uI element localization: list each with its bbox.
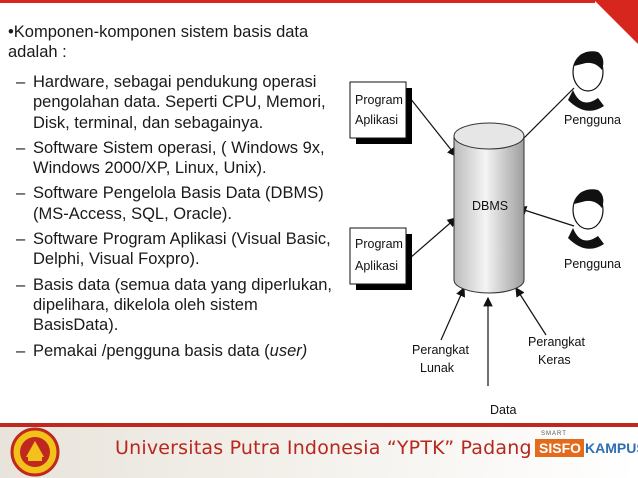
component-list: – Hardware, sebagai pendukung operasi pe…: [16, 72, 336, 366]
dash-marker: –: [16, 230, 26, 249]
perangkat-lunak-label-2: Lunak: [420, 361, 455, 375]
university-name: Universitas Putra Indonesia “YPTK” Padan…: [115, 437, 532, 459]
arrow-keras-dbms: [515, 286, 547, 336]
arrow-pengguna2-dbms: [516, 206, 575, 227]
intro-line-1: •Komponen-komponen sistem basis data: [8, 23, 309, 41]
dash-marker: –: [16, 73, 26, 91]
program2-label-2: Aplikasi: [355, 259, 398, 273]
university-logo-icon: [10, 427, 60, 477]
footer-banner: Universitas Putra Indonesia “YPTK” Padan…: [0, 423, 638, 478]
list-line: Basis data (semua data yang diperlukan,: [33, 275, 333, 294]
program2-label-1: Program: [355, 237, 403, 251]
perangkat-keras-label-1: Perangkat: [528, 335, 586, 349]
list-item-hardware: – Hardware, sebagai pendukung operasi pe…: [16, 72, 336, 133]
top-accent-line: [0, 0, 595, 3]
list-line: Hardware, sebagai pendukung operasi: [33, 73, 317, 91]
program-box-2: Program Aplikasi: [349, 227, 412, 290]
user-icon-1: [568, 51, 604, 111]
user-italic-text: user): [269, 341, 308, 360]
list-item-app: – Software Program Aplikasi (Visual Basi…: [16, 229, 336, 270]
intro-line-2: adalah :: [8, 43, 67, 61]
arrow-program2-dbms: [409, 217, 457, 259]
sisfo-small-text: SMART: [541, 431, 567, 437]
program1-label-2: Aplikasi: [355, 113, 398, 127]
arrow-program1-dbms: [409, 97, 457, 157]
list-line: Pemakai /pengguna basis data (user): [33, 341, 336, 361]
program-box-1: Program Aplikasi: [349, 81, 412, 144]
dash-marker: –: [16, 184, 26, 203]
intro-text: •Komponen-komponen sistem basis data ada…: [8, 22, 336, 62]
perangkat-lunak-label-1: Perangkat: [412, 343, 470, 357]
list-line: dipelihara, dikelola oleh sistem: [33, 295, 258, 314]
dash-marker: –: [16, 275, 26, 294]
dbms-diagram: DBMS Program Aplikasi Program Aplikasi P…: [349, 51, 621, 417]
arrows: [409, 87, 575, 386]
list-line: Software Program Aplikasi (Visual Basic,: [33, 230, 331, 249]
dbms-label: DBMS: [472, 199, 508, 213]
list-item-os: – Software Sistem operasi, ( Windows 9x,…: [16, 138, 336, 179]
user-text: Pemakai /pengguna basis data (: [33, 341, 270, 360]
content-text: •Komponen-komponen sistem basis data ada…: [0, 22, 336, 392]
dbms-cylinder: DBMS: [453, 122, 525, 294]
list-line: Disk, terminal, dan sebagainya.: [33, 113, 264, 132]
perangkat-keras-label-2: Keras: [538, 353, 571, 367]
list-line: Software Sistem operasi, ( Windows 9x,: [33, 138, 325, 157]
list-item-database: – Basis data (semua data yang diperlukan…: [16, 275, 336, 336]
list-line: pengolahan data. Seperti CPU, Memori,: [33, 93, 326, 112]
list-line: BasisData).: [33, 316, 119, 335]
list-line: Windows 2000/XP, Linux, Unix).: [33, 159, 267, 178]
list-line: Delphi, Visual Foxpro).: [33, 250, 200, 269]
corner-accent: [594, 0, 638, 44]
list-line: Software Pengelola Basis Data (DBMS): [33, 184, 324, 203]
list-item-dbms: – Software Pengelola Basis Data (DBMS) (…: [16, 183, 336, 224]
data-label: Data: [490, 403, 516, 417]
list-item-user: – Pemakai /pengguna basis data (user): [16, 341, 336, 361]
program1-label-1: Program: [355, 93, 403, 107]
user-icon-2: [568, 189, 604, 249]
sisfo-text: SISFO: [535, 439, 585, 457]
sisfo-kampus-logo: SMART SISFOKAMPUS: [535, 431, 638, 459]
arrow-lunak-dbms: [440, 286, 465, 341]
kampus-text: KAMPUS: [585, 440, 638, 456]
dash-marker: –: [16, 138, 26, 157]
footer-band: [0, 423, 638, 427]
list-line: (MS-Access, SQL, Oracle).: [33, 204, 232, 223]
pengguna-label-2: Pengguna: [564, 257, 621, 271]
pengguna-label-1: Pengguna: [564, 113, 621, 127]
dash-marker: –: [16, 341, 26, 360]
